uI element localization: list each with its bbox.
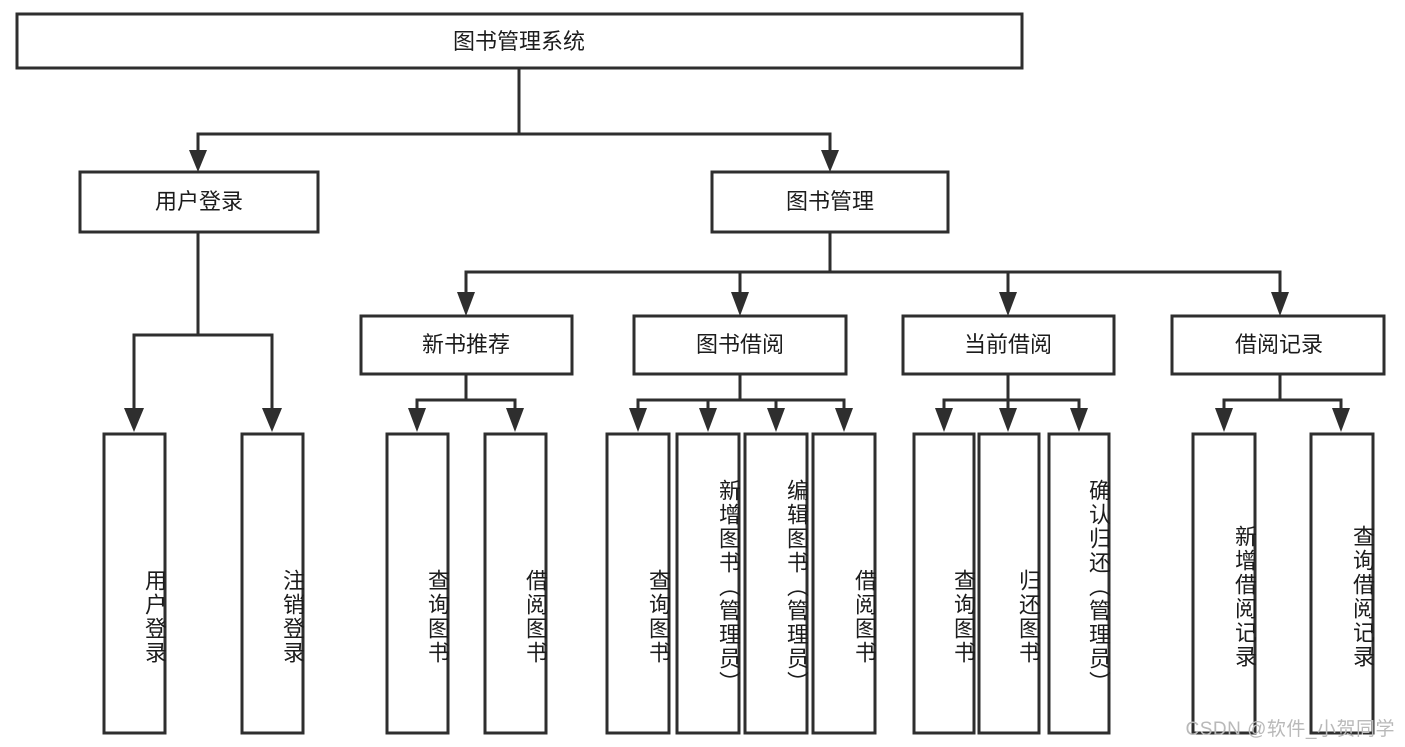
node-root[interactable]: 图书管理系统 — [15, 12, 1024, 70]
node-root-label: 图书管理系统 — [453, 29, 585, 54]
node-borrow-record[interactable]: 借阅记录 — [1170, 314, 1386, 376]
edge-root-to-level1 — [189, 66, 839, 172]
leaf-node[interactable] — [1309, 432, 1375, 735]
node-current-borrow-label: 当前借阅 — [964, 332, 1052, 357]
edge-userlogin-to-leaves — [124, 230, 282, 432]
node-current-borrow[interactable]: 当前借阅 — [901, 314, 1116, 376]
edge-newbook-to-leaves — [408, 372, 524, 432]
node-book-management[interactable]: 图书管理 — [710, 170, 950, 234]
leaf-node[interactable] — [605, 432, 671, 735]
leaf-node[interactable] — [385, 432, 450, 735]
leaf-node[interactable] — [1191, 432, 1257, 735]
node-book-management-label: 图书管理 — [786, 189, 874, 214]
node-borrow-record-label: 借阅记录 — [1235, 332, 1323, 357]
watermark: CSDN @软件_小贺同学 — [1185, 719, 1395, 740]
node-user-login[interactable]: 用户登录 — [78, 170, 320, 234]
node-book-borrow[interactable]: 图书借阅 — [632, 314, 848, 376]
node-new-book-recommend[interactable]: 新书推荐 — [359, 314, 574, 376]
leaf-node[interactable] — [240, 432, 305, 735]
node-book-borrow-label: 图书借阅 — [696, 332, 784, 357]
edge-borrowrecord-to-leaves — [1215, 372, 1350, 432]
edge-currentborrow-to-leaves — [935, 372, 1088, 432]
leaf-node[interactable] — [102, 432, 167, 735]
leaf-node[interactable] — [977, 432, 1041, 735]
leaf-node[interactable] — [1047, 432, 1111, 735]
leaf-node[interactable] — [912, 432, 976, 735]
leaf-node[interactable] — [743, 432, 809, 735]
leaf-node[interactable] — [811, 432, 877, 735]
edge-bookmgmt-to-level2 — [457, 230, 1289, 316]
edge-bookborrow-to-leaves — [629, 372, 853, 432]
leaf-node[interactable] — [483, 432, 548, 735]
leaf-node[interactable] — [675, 432, 741, 735]
node-user-login-label: 用户登录 — [155, 189, 243, 214]
node-new-book-recommend-label: 新书推荐 — [422, 332, 510, 357]
